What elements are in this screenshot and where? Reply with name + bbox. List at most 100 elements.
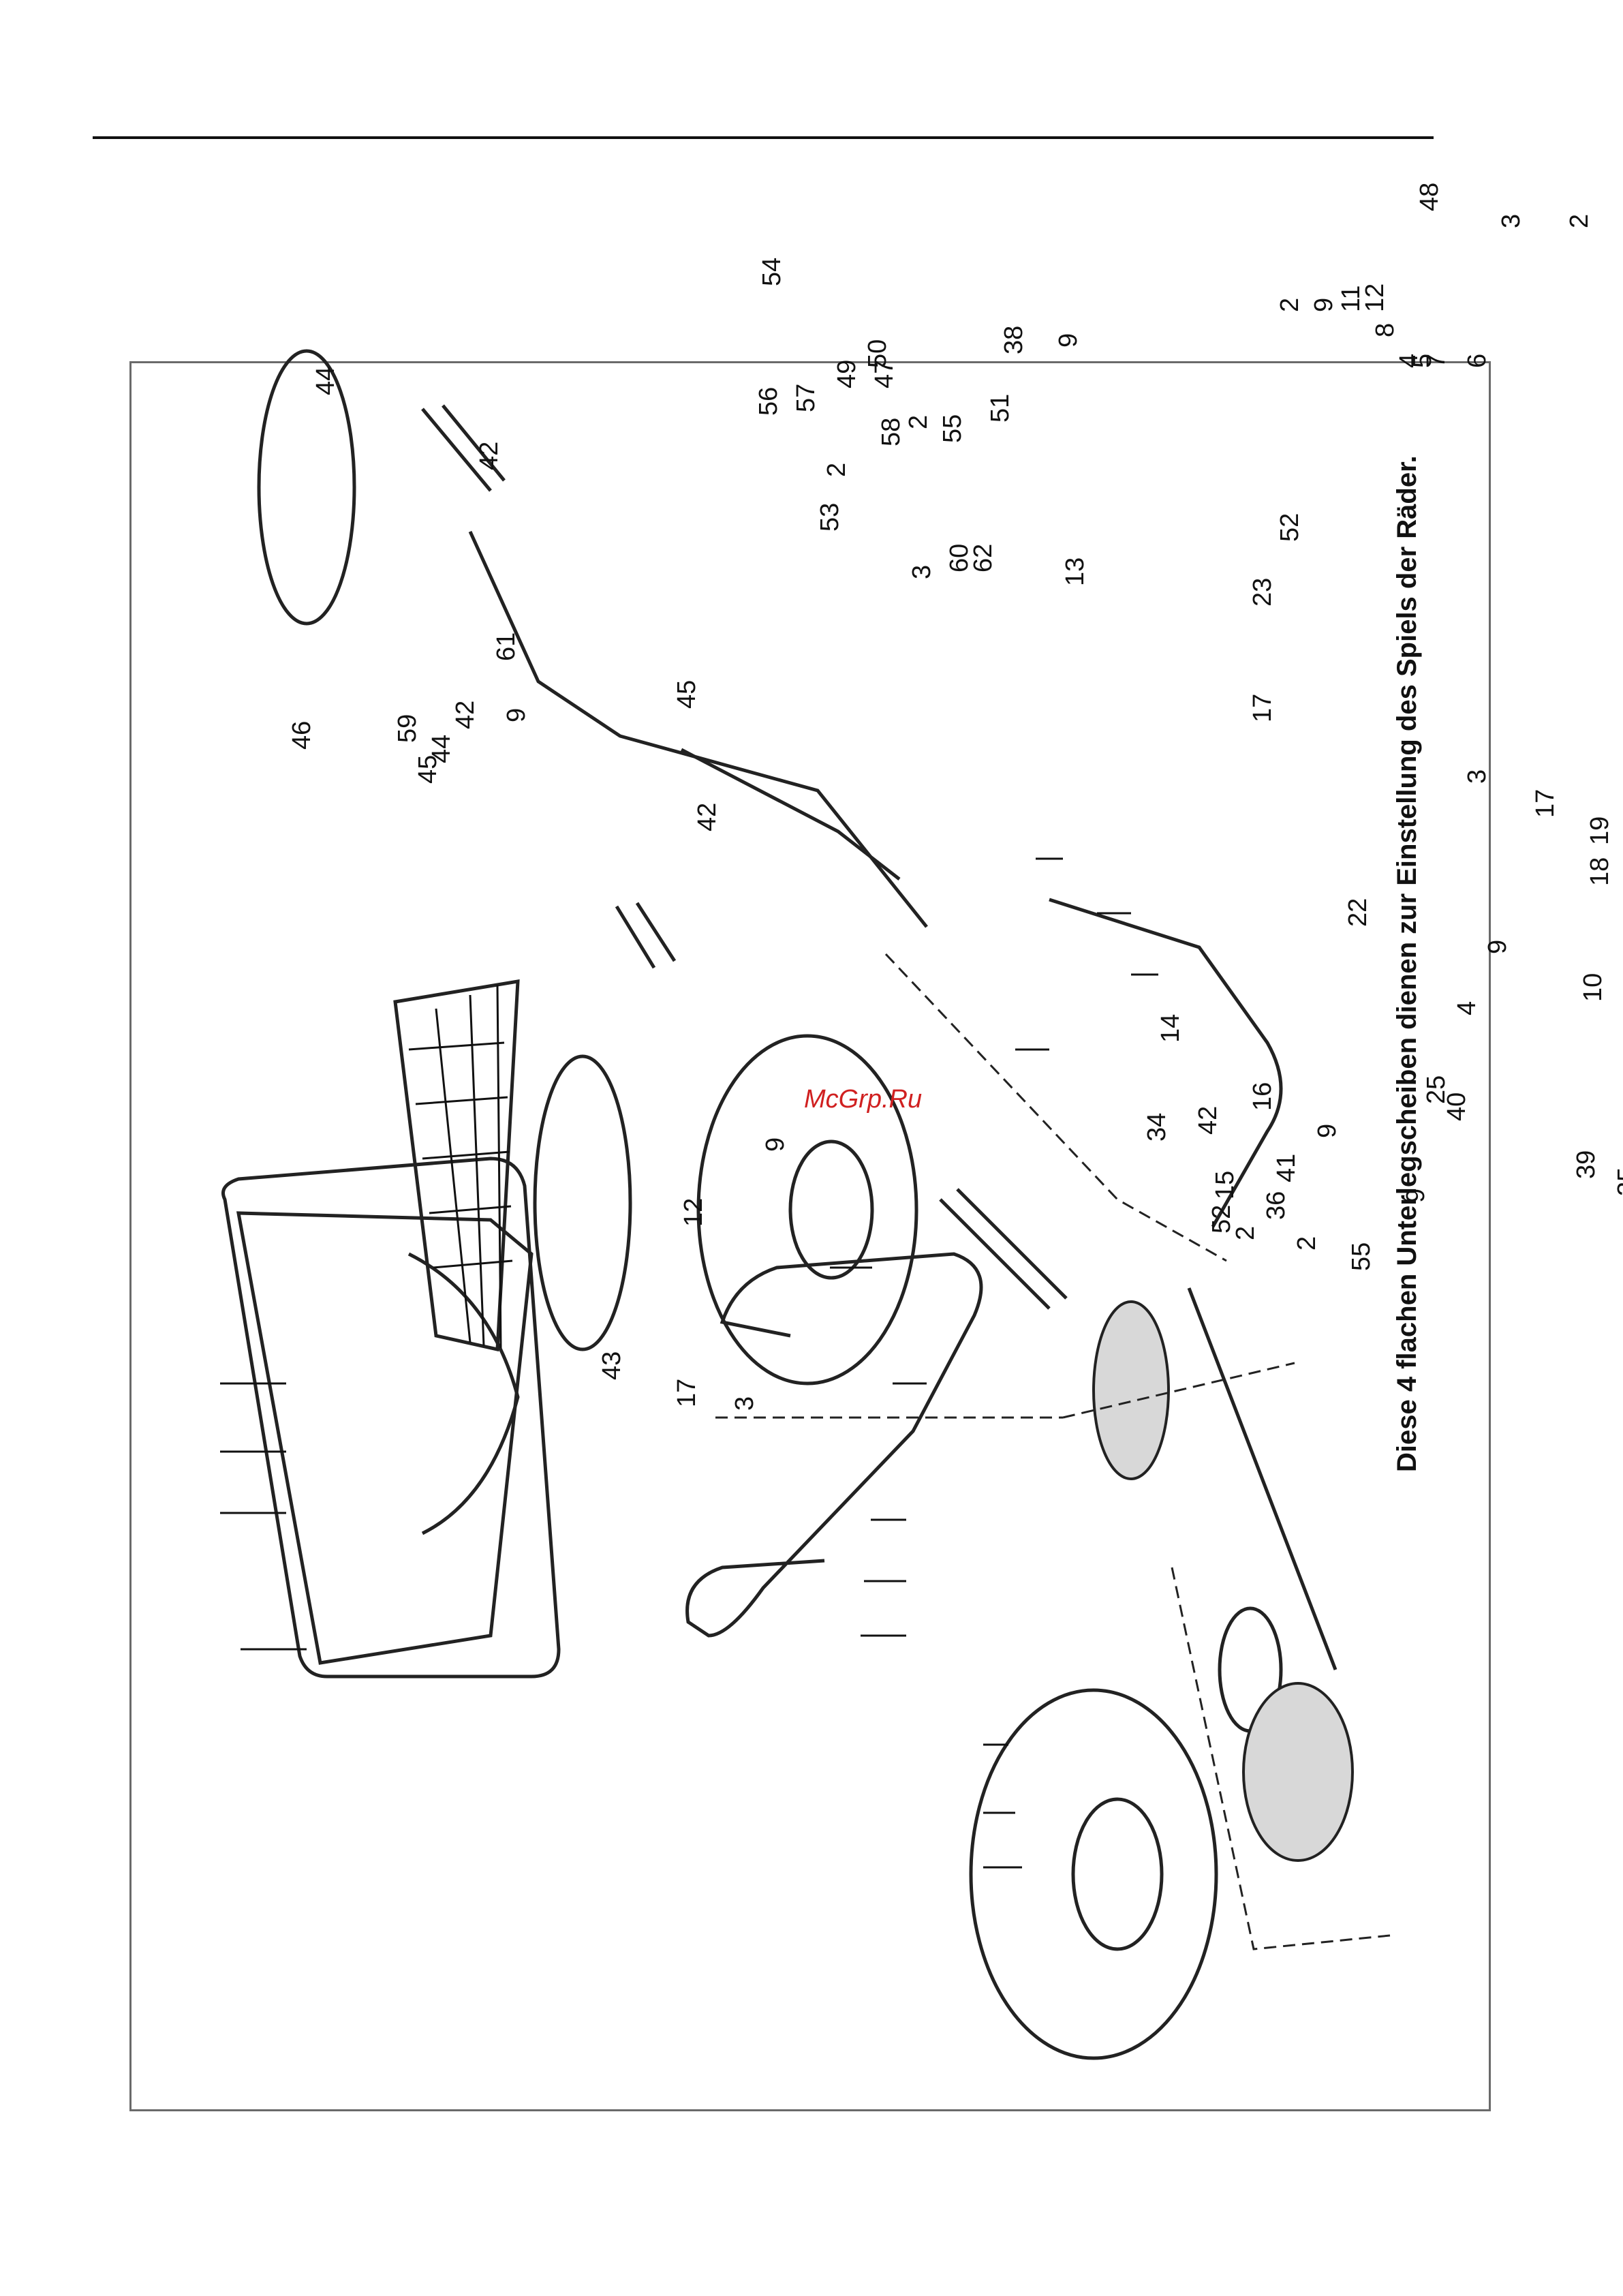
part-callout-72: 2 [1293,1236,1321,1251]
part-callout-27: 18 [1586,857,1614,886]
part-callout-62: 17 [673,1379,701,1407]
part-callout-8: 52 [1276,513,1304,542]
grip-tube-upper [421,404,506,492]
handle-upper [468,530,928,928]
grate-part [393,979,520,1352]
part-callout-28: 10 [1579,973,1607,1002]
cover-part [257,349,356,626]
hopper-part [236,1211,534,1665]
crossbar-tube [939,1188,1068,1310]
part-callout-49: 54 [758,258,786,286]
part-callout-70: 9 [1313,1124,1342,1138]
part-callout-66: 42 [1194,1106,1222,1135]
part-callout-1: 2 [1565,214,1594,228]
part-callout-61: 43 [598,1351,626,1380]
part-callout-43: 49 [833,360,861,388]
gearbox-housing-lower [1242,1682,1354,1862]
part-callout-21: 4 [1453,1001,1481,1015]
hopper-bottom [407,1252,520,1535]
part-callout-74: 9 [1402,1189,1430,1203]
part-callout-46: 53 [816,503,844,532]
spreader-disc [533,1054,632,1351]
assembly-line [884,953,1227,1262]
part-callout-17: 22 [1344,898,1372,927]
part-callout-69: 36 [1262,1191,1290,1220]
part-callout-31: 15 [1211,1171,1239,1199]
gearbox-housing-upper [1092,1300,1170,1480]
watermark: McGrp.Ru [804,1085,922,1114]
part-callout-47: 57 [792,384,820,412]
part-callout-41: 47 [870,360,899,388]
part-callout-44: 58 [877,418,906,446]
part-callout-10: 7 [1422,354,1451,368]
left-wheel-hub [1071,1797,1164,1951]
part-callout-6: 11 [1337,286,1365,312]
part-callout-54: 44 [427,735,456,763]
part-callout-11: 6 [1463,354,1491,368]
part-callout-18: 25 [1422,1075,1451,1104]
part-callout-50: 44 [311,367,340,395]
parts-sketch [221,349,1391,2060]
assembly-line [1171,1567,1391,1950]
grate-mesh [408,984,513,1349]
part-callout-38: 51 [986,394,1015,423]
callout-labels: 1234829111252876541323172225394173333119… [288,183,1623,1411]
part-callout-14: 13 [1061,557,1089,586]
part-callout-13: 4 [1395,354,1423,368]
part-callout-55: 45 [414,755,442,784]
part-callout-64: 12 [679,1198,708,1227]
part-callout-2: 3 [1497,214,1526,228]
part-callout-5: 9 [1310,298,1338,312]
assembly-line [715,1362,1295,1419]
part-callout-16: 17 [1248,694,1277,722]
part-callout-36: 9 [1054,333,1083,348]
grip-tube-lower [615,902,677,969]
part-callout-68: 2 [1231,1226,1260,1240]
leader-lines [220,857,1158,1869]
part-callout-39: 55 [938,414,967,443]
part-callout-32: 9 [761,1137,790,1152]
hopper-frame [221,1157,561,1679]
left-wheel [969,1688,1218,2060]
part-callout-4: 2 [1276,298,1304,312]
part-callout-76: 39 [1572,1150,1601,1179]
part-callout-51: 42 [475,442,504,470]
part-callout-35: 62 [969,544,998,572]
frame-tube [685,1252,983,1638]
part-callout-12: 5 [1408,354,1437,368]
part-callout-75: 40 [1442,1092,1471,1121]
right-wheel [696,1034,918,1386]
part-callout-73: 55 [1347,1242,1376,1271]
handle-grip-bar [1049,898,1283,1228]
part-callout-63: 3 [730,1396,759,1411]
part-callout-34: 60 [945,544,974,572]
handle-lower [680,748,901,881]
wheel-washer-note: Diese 4 flachen Unterlegscheiben dienen … [1392,455,1422,1472]
part-callout-29: 14 [1156,1014,1185,1043]
part-callout-71: 41 [1272,1154,1301,1182]
part-callout-33: 3 [908,565,936,579]
part-callout-40: 2 [904,415,933,429]
part-callout-60: 9 [502,708,531,722]
part-callout-65: 34 [1143,1113,1171,1142]
diagram-frame [129,361,1491,2111]
part-callout-59: 45 [673,680,701,709]
part-callout-52: 61 [492,632,521,661]
part-callout-30: 16 [1248,1082,1277,1111]
part-callout-22: 17 [1531,789,1560,818]
part-callout-58: 42 [693,803,722,831]
part-callout-57: 46 [288,721,316,750]
part-callout-9: 8 [1371,323,1400,337]
part-callout-67: 52 [1207,1205,1236,1234]
part-callout-3: 48 [1415,183,1444,211]
part-callout-56: 59 [393,714,422,743]
part-callout-48: 56 [754,387,783,416]
axle-part [1187,1287,1338,1670]
part-callout-77: 35 [1613,1167,1623,1196]
right-wheel-hub [788,1139,874,1280]
part-callout-19: 3 [1463,769,1491,784]
part-callout-20: 9 [1483,940,1512,954]
top-rule [93,136,1434,139]
part-callout-45: 2 [822,463,851,477]
